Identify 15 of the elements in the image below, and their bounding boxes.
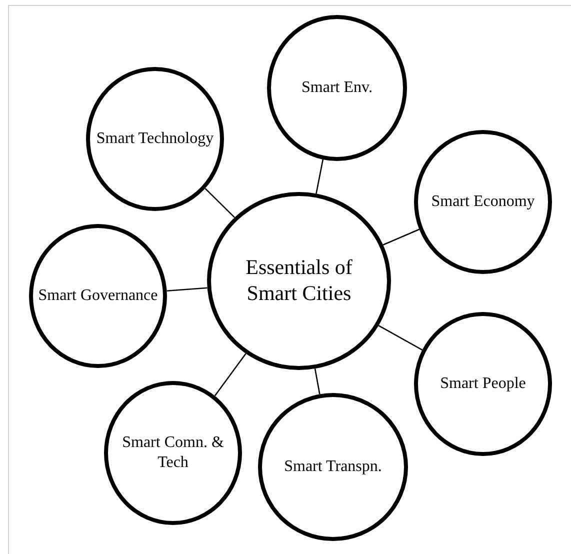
topic-label: Smart People [440,374,526,394]
topic-label: Smart Technology [96,129,214,149]
connector-line [214,353,246,396]
connector-line [204,188,236,218]
topic-label: Smart Transpn. [284,457,382,477]
connector-line [166,287,208,292]
connector-line [316,159,324,194]
topic-label: Smart Env. [302,78,372,98]
connector-line [378,325,423,351]
topic-label: Smart Comn. & Tech [121,433,225,473]
topic-label: Smart Governance [38,286,158,306]
topic-label: Essentials of Smart Cities [244,255,354,307]
connector-line [314,368,320,394]
topic-label: Smart Economy [431,192,535,212]
connector-line [382,228,420,246]
